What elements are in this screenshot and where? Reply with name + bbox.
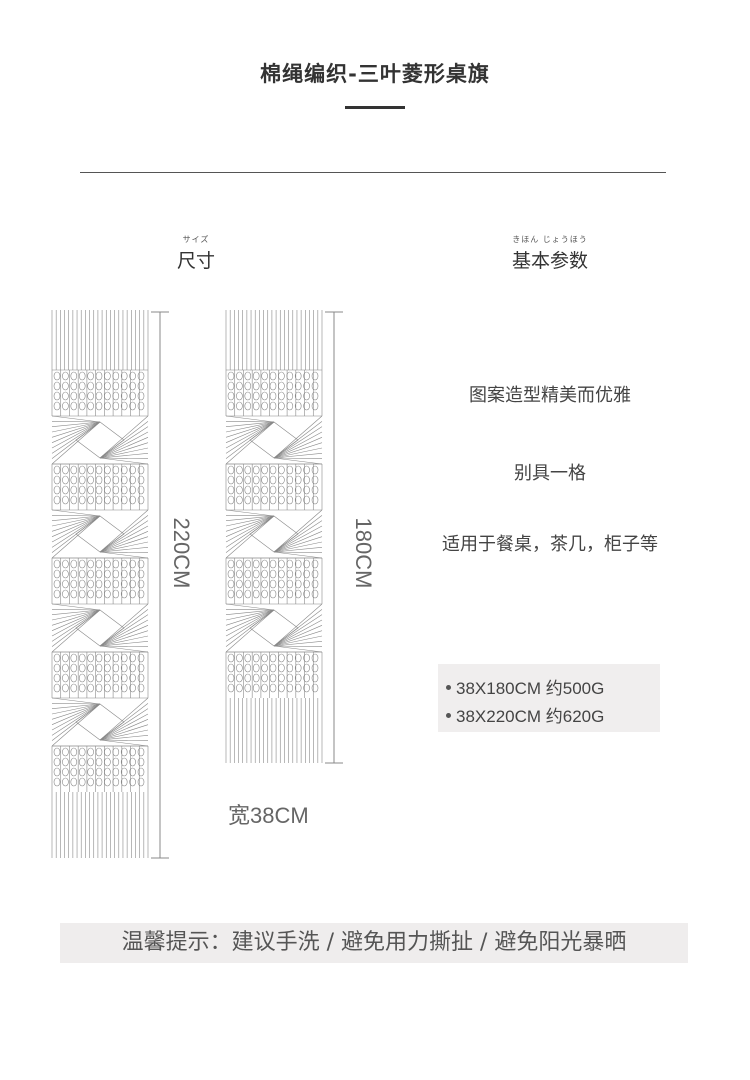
- care-tip-banner: 温馨提示：建议手洗 / 避免用力撕扯 / 避免阳光暴晒: [60, 923, 688, 963]
- spec-item: 38X220CM 约620G: [446, 702, 604, 727]
- spec-text: 38X220CM 约620G: [456, 707, 605, 726]
- runner-220-svg: [51, 310, 169, 859]
- bullet-icon: [446, 685, 451, 691]
- feature-text-1: 图案造型精美而优雅: [469, 385, 631, 406]
- size-heading: 尺寸: [176, 250, 215, 272]
- title-underline: [345, 106, 405, 109]
- length-180-label: 180CM: [351, 517, 376, 589]
- params-ruby: きほん じょうほう: [512, 235, 588, 244]
- feature-text-3: 适用于餐桌，茶几，柜子等: [442, 534, 658, 555]
- page-title: 棉绳编织-三叶菱形桌旗: [260, 62, 490, 86]
- spec-text: 38X180CM 约500G: [456, 679, 605, 698]
- feature-text-2: 别具一格: [514, 463, 586, 484]
- table-runner-180-illustration: [224, 310, 349, 765]
- runner-180-svg: [225, 310, 343, 764]
- care-tip-text: 温馨提示：建议手洗 / 避免用力撕扯 / 避免阳光暴晒: [121, 930, 627, 955]
- section-divider: [80, 172, 666, 173]
- bullet-icon: [446, 713, 451, 719]
- spec-item: 38X180CM 约500G: [446, 674, 604, 699]
- spec-box: 38X180CM 约500G 38X220CM 约620G: [438, 664, 660, 732]
- length-220-label: 220CM: [169, 517, 194, 589]
- params-heading: 基本参数: [511, 250, 588, 272]
- size-ruby: サイズ: [182, 235, 210, 244]
- width-label: 宽38CM: [228, 803, 309, 828]
- table-runner-220-illustration: [50, 310, 175, 860]
